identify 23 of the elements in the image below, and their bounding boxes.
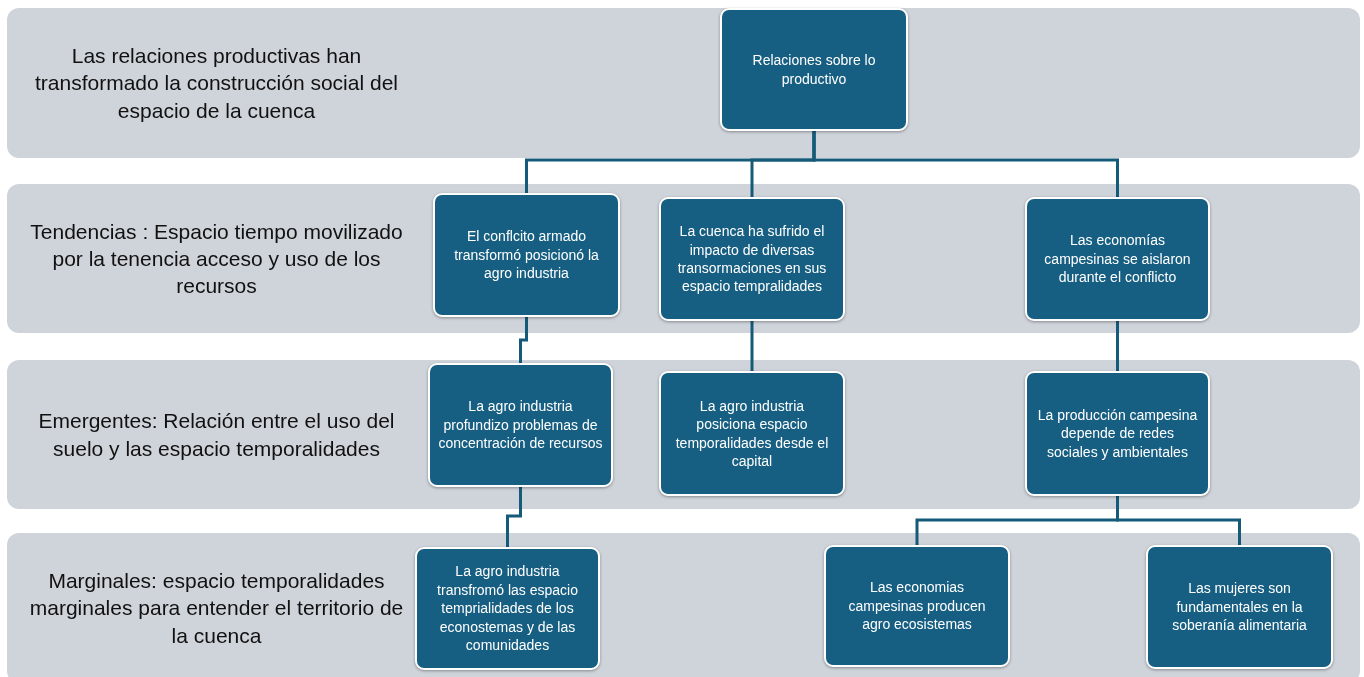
connector-line xyxy=(750,321,754,371)
process-box: La cuenca ha sufrido el impacto de diversas transormaciones en sus espacio tempralidades xyxy=(659,197,845,321)
row-heading: Marginales: espacio temporalidades marginales para entender el territorio de la cuenca xyxy=(29,568,404,649)
connector-line xyxy=(506,487,522,547)
process-box: Relaciones sobre lo productivo xyxy=(720,8,908,131)
row-heading: Tendencias : Espacio tiempo movilizado por la tenencia acceso y uso de los recursos xyxy=(29,218,404,300)
connector-line xyxy=(812,131,1119,197)
row-heading: Las relaciones productivas han transformado la construcción social del espacio de la cuenca xyxy=(34,43,399,124)
row-heading: Emergentes: Relación entre el uso del suelo y las espacio temporalidades xyxy=(37,408,396,462)
row-band xyxy=(7,8,1360,158)
process-box: La agro industria posiciona espacio temporalidades desde el capital xyxy=(659,371,845,496)
row-band xyxy=(7,184,1360,333)
row-band xyxy=(7,533,1360,677)
process-box: La agro industria profundizo problemas de concentración de recursos xyxy=(428,363,613,487)
row-band xyxy=(7,360,1360,509)
process-box: Las mujeres son fundamentales en la soberanía alimentaria xyxy=(1146,545,1333,669)
process-box: Las economías campesinas se aislaron durante el conflicto xyxy=(1025,197,1210,321)
process-box: El conflcito armado transformó posicionó la agro industria xyxy=(433,193,620,317)
process-box: La agro industria transfromó las espacio temprialidades de los econostemas y de las comunidades xyxy=(415,547,600,670)
process-box: La producción campesina depende de redes sociales y ambientales xyxy=(1025,371,1210,496)
connector-line xyxy=(1116,321,1119,371)
process-box: Las economias campesinas producen agro ecosistemas xyxy=(824,545,1010,667)
connector-line xyxy=(519,317,528,363)
